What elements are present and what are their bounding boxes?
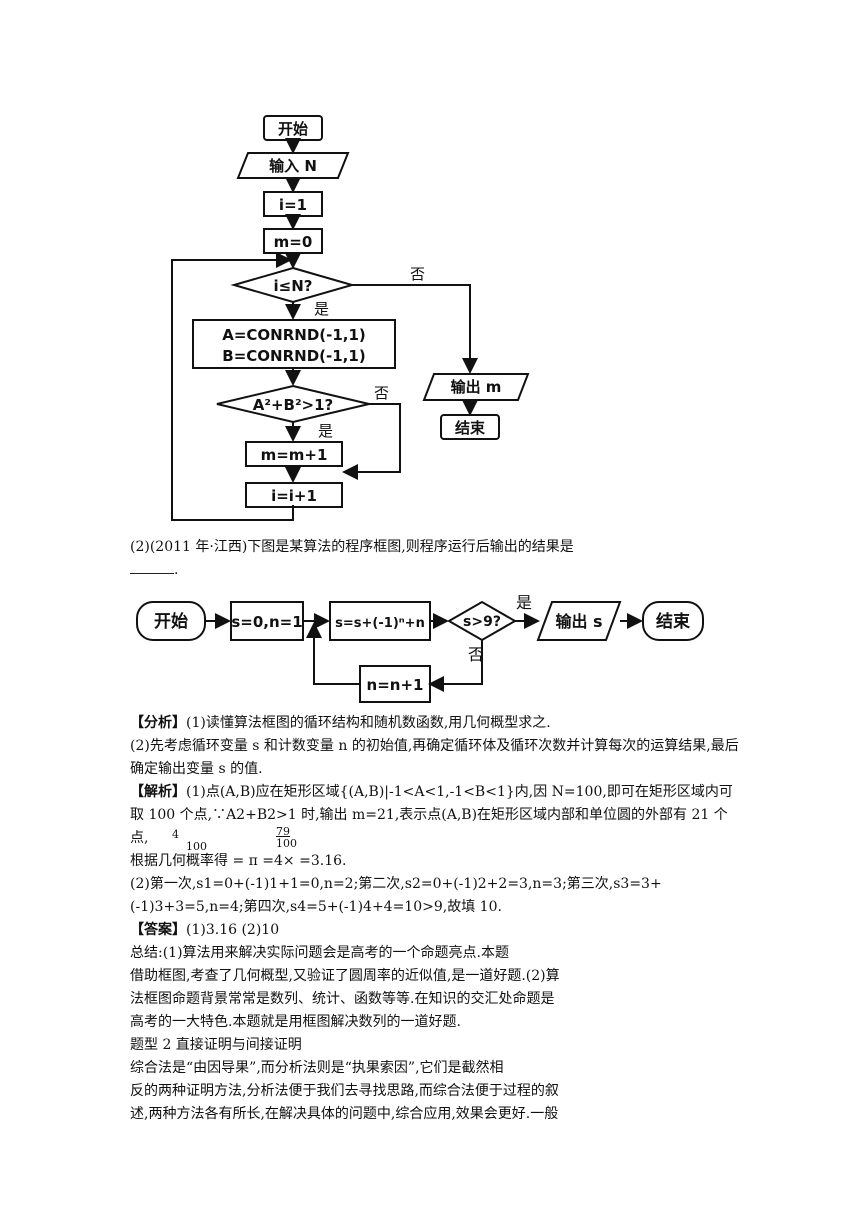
frac-right-den: 100 [276, 837, 297, 850]
fc2-output-text: 输出 s [555, 612, 602, 631]
flowchart-1: 开始 输入 N i=1 m=0 i≤N? A=CONRND(-1,1) B=CO… [171, 115, 530, 521]
fc2-start-text: 开始 [154, 611, 188, 632]
fc1-start-text: 开始 [278, 120, 308, 138]
fc1-assign-a-text: A=CONRND(-1,1) [222, 326, 366, 344]
fc1-end-text: 结束 [455, 419, 486, 437]
fc1-yes2-label: 是 [318, 422, 333, 440]
fc2-inc-text: n=n+1 [367, 676, 424, 694]
frac-left-den: 100 [186, 840, 207, 853]
answer-blank [130, 559, 174, 574]
fc2-yes-label: 是 [516, 593, 532, 612]
summary-l8: 述,两种方法各有所长,在解决具体的问题中,综合应用,效果会更好.一般 [130, 1106, 559, 1122]
fc2-output-box [536, 601, 622, 641]
fc1-init-i-text: i=1 [279, 196, 307, 214]
fc1-no1-label: 否 [410, 265, 425, 283]
fc1-inc-i-text: i=i+1 [271, 487, 317, 505]
fc1-cond1-text: i≤N? [274, 277, 313, 295]
solution-line2: 根据几何概率得 = π =4× =3.16. [130, 853, 347, 869]
fc1-output-box [422, 373, 530, 401]
analysis-line2: (2)先考虑循环变量 s 和计数变量 n 的初始值,再确定循环体及循环次数并计算… [130, 738, 739, 777]
summary-l1: 总结:(1)算法用来解决实际问题会是高考的一个命题亮点.本题 [130, 945, 509, 961]
fc1-inc-m-text: m=m+1 [261, 446, 328, 464]
frac-right: 79 100 [276, 826, 297, 850]
fc1-input-box [236, 152, 350, 179]
solution-head: 【解析】 [130, 784, 186, 800]
frac-right-num: 79 [276, 825, 290, 838]
summary-l2: 借助框图,考查了几何概型,又验证了圆周率的近似值,是一道好题.(2)算 [130, 968, 560, 984]
flowchart-2: 开始 s=0,n=1 s=s+(-1)ⁿ+n s>9? 输出 s 结束 n=n+… [136, 593, 704, 703]
frac-left-num: 4 [172, 828, 179, 841]
fc2-cond-text: s>9? [463, 614, 501, 630]
solution-line3: (2)第一次,s1=0+(-1)1+1=0,n=2;第二次,s2=0+(-1)2… [130, 876, 662, 915]
solution-line1: (1)点(A,B)应在矩形区域{(A,B)|-1<A<1,-1<B<1}内,因 … [130, 784, 733, 846]
question-2-text: (2)(2011 年·江西)下图是某算法的程序框图,则程序运行后输出的结果是 [130, 539, 574, 555]
question-2-tail: . [174, 562, 179, 578]
summary-l5: 题型 2 直接证明与间接证明 [130, 1037, 302, 1053]
fc2-init-text: s=0,n=1 [231, 613, 302, 631]
summary-l7: 反的两种证明方法,分析法便于我们去寻找思路,而综合法便于过程的叙 [130, 1083, 559, 1099]
fc2-end-text: 结束 [656, 611, 690, 632]
fc1-end-box [440, 414, 500, 440]
fc1-assign-b-text: B=CONRND(-1,1) [222, 347, 365, 365]
fc1-cond2-text: A²+B²>1? [253, 396, 333, 414]
fc2-update-text: s=s+(-1)ⁿ+n [335, 616, 425, 631]
summary-l3: 法框图命题背景常常是数列、统计、函数等等.在知识的交汇处命题是 [130, 991, 555, 1007]
analysis-block: 【分析】(1)读懂算法框图的循环结构和随机数函数,用几何概型求之. (2)先考虑… [130, 712, 740, 1126]
fc1-yes1-label: 是 [314, 300, 329, 318]
fc2-end-box [642, 601, 704, 641]
answer-text: (1)3.16 (2)10 [186, 922, 280, 938]
analysis-line1: (1)读懂算法框图的循环结构和随机数函数,用几何概型求之. [186, 715, 551, 731]
question-2: (2)(2011 年·江西)下图是某算法的程序框图,则程序运行后输出的结果是 . [130, 536, 740, 582]
fc2-no-label: 否 [468, 645, 484, 664]
analysis-head: 【分析】 [130, 715, 186, 731]
fc1-output-text: 输出 m [451, 378, 502, 396]
frac-left: 4 100 [172, 829, 207, 853]
answer-head: 【答案】 [130, 922, 186, 938]
summary-l6: 综合法是“由因导果”,而分析法则是“执果索因”,它们是截然相 [130, 1060, 504, 1076]
fc1-input-text: 输入 N [269, 157, 317, 175]
summary-l4: 高考的一大特色.本题就是用框图解决数列的一道好题. [130, 1014, 461, 1030]
fc1-no2-label: 否 [374, 384, 389, 402]
fc1-init-m-text: m=0 [274, 233, 313, 251]
fc1-inc-i-box [245, 482, 343, 508]
